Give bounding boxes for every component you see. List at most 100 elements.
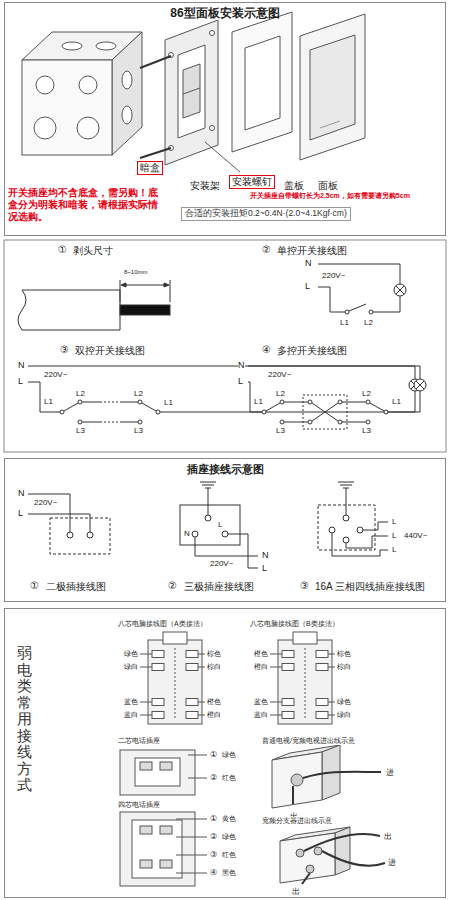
network-module [282, 651, 294, 658]
part-label: L1 [392, 397, 401, 406]
terminal-dot [87, 532, 93, 538]
mounting-frame [165, 20, 218, 165]
tv-socket [272, 745, 385, 884]
part-label: L3 [134, 426, 143, 435]
part-label: 八芯电脑接线图（B类接法） [250, 620, 339, 628]
terminal-dot [366, 400, 370, 404]
panel-frame [4, 240, 446, 452]
part-label: ② [210, 832, 217, 841]
part-label: 面板 [318, 180, 338, 192]
part-label: L2 [134, 389, 143, 398]
network-module [152, 664, 164, 671]
network-module [270, 654, 282, 655]
terminal-dot [369, 310, 373, 314]
part-label: 盖板 [284, 180, 304, 192]
terminal-dot [192, 531, 198, 537]
terminal-dot [329, 527, 335, 533]
part-label: ① [58, 244, 67, 256]
network-module [140, 654, 152, 655]
part-label: 普通电视/宽频电视进出线示意 [262, 737, 355, 745]
box-text: 安装螺钉 [232, 176, 272, 188]
network-module [186, 712, 198, 719]
part-label: 进 [388, 858, 396, 867]
wiring [312, 403, 338, 421]
wiring [248, 366, 420, 379]
network-module [328, 702, 335, 703]
part-label: 剥头尺寸 [73, 245, 113, 257]
mounting-frame [178, 45, 205, 138]
note-text: 开关插座均不含底盒，需另购！底盒分为明装和暗装，请根据实际情况选购。 [8, 187, 158, 223]
mounting-screw [140, 56, 171, 68]
part-label: 棕白 [337, 663, 351, 671]
part-label: 蓝白 [254, 711, 268, 719]
part-label: 蓝色 [124, 698, 138, 706]
part-label: 绿色 [222, 833, 236, 841]
mounting-frame [183, 88, 200, 94]
wiring [142, 403, 156, 411]
part-label: ④ [262, 344, 271, 356]
network-module [198, 715, 205, 716]
part-label: ③ [300, 580, 309, 592]
tv-socket [314, 847, 322, 855]
part-label: ③ [60, 344, 69, 356]
wiring [82, 402, 138, 422]
network-module [175, 648, 176, 720]
network-module [316, 651, 328, 658]
phone-socket [120, 750, 195, 795]
tv-socket [296, 849, 304, 857]
terminal-dot [138, 400, 142, 404]
tv-socket [335, 827, 350, 875]
lamp-symbol [416, 381, 424, 389]
part-label: 橙色 [207, 698, 221, 706]
label-box: 安装螺钉 [229, 175, 275, 189]
wiring [28, 382, 60, 412]
stripped-wire [170, 280, 171, 302]
wiring [312, 403, 338, 421]
part-label: N [18, 488, 25, 498]
box-text: 暗盒 [140, 162, 160, 174]
mounting-screw [140, 148, 171, 158]
part-label: 棕色 [207, 650, 221, 658]
phone-socket [120, 812, 195, 886]
wiring [28, 264, 420, 568]
network-module [293, 632, 317, 644]
network-module [152, 651, 164, 658]
stripped-wire [120, 280, 121, 302]
wiring [28, 514, 90, 532]
part-label: L3 [76, 426, 85, 435]
part-label: 绿色 [337, 698, 351, 706]
wiring [100, 402, 120, 422]
part-label: 440V~ [404, 531, 427, 540]
back-box [79, 76, 97, 94]
network-module [316, 664, 328, 671]
network-module [282, 699, 294, 706]
mounting-frame [210, 31, 215, 36]
network-module [198, 654, 205, 655]
wiring [28, 494, 70, 532]
stripped-wire [121, 283, 126, 287]
tv-socket [302, 873, 310, 884]
part-label: 安装架 [190, 180, 220, 192]
section-heading: 插座接线示意图 [5, 463, 445, 476]
terminal-dot [138, 420, 142, 424]
terminal-dot [338, 400, 342, 404]
mounting-frame [165, 20, 218, 165]
part-label: N [18, 360, 25, 370]
back-box [122, 71, 132, 89]
part-label: 绿色 [124, 650, 138, 658]
terminal-dot [262, 410, 266, 414]
phone-socket [140, 826, 152, 834]
part-label: ① [30, 580, 39, 592]
network-module [140, 702, 152, 703]
part-label: L [392, 517, 396, 526]
terminal-dot [338, 420, 342, 424]
terminal-dot [308, 400, 312, 404]
terminal-dot [205, 515, 211, 521]
panel-frame [4, 240, 446, 452]
network-module [328, 654, 335, 655]
part-label: ② [210, 773, 217, 782]
panel-band: 86型面板安装示意图暗盒安装螺钉合适的安装扭矩0.2~0.4N·(2.0~4.1… [4, 2, 446, 236]
part-label: L3 [276, 426, 285, 435]
